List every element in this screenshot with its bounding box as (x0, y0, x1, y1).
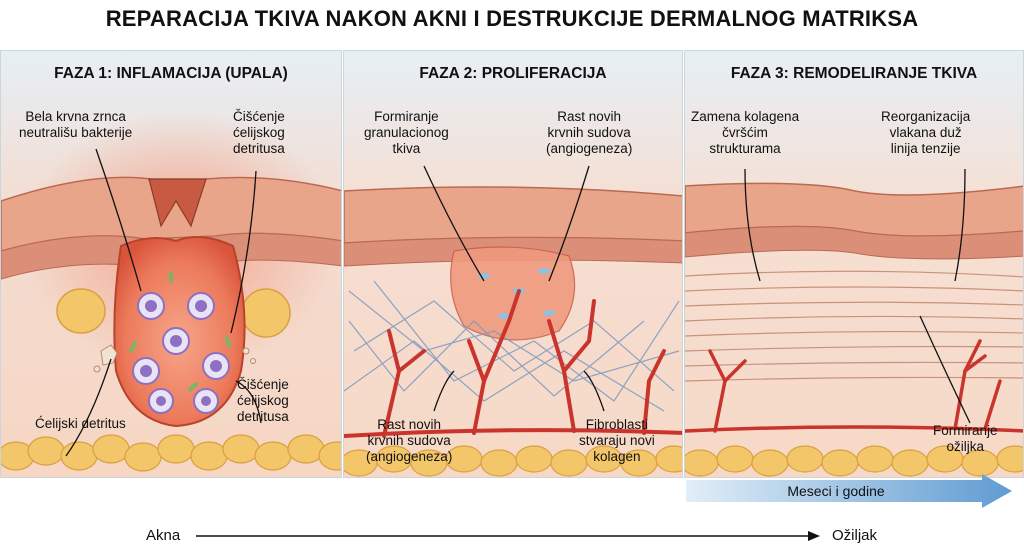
label-fiber-reorg: Reorganizacija vlakana duž linija tenzij… (881, 109, 971, 156)
phase-1-illustration (1, 51, 341, 477)
phase-3-title: FAZA 3: REMODELIRANJE TKIVA (730, 65, 978, 82)
label-fibroblasts: Fibroblasti stvaraju novi kolagen (579, 417, 655, 464)
months-years-arrow: Meseci i godine (686, 474, 1014, 508)
phase-1-panel: FAZA 1: INFLAMACIJA (UPALA) Bela krvna z… (0, 50, 342, 478)
label-vessels-top: Rast novih krvnih sudova (angiogeneza) (546, 109, 633, 156)
white-blood-cells (132, 292, 230, 414)
label-granulation: Formiranje granulacionog tkiva (364, 109, 449, 156)
label-collagen-replace: Zamena kolagena čvršćim strukturama (691, 109, 800, 156)
label-scar: Formiranje ožiljka (933, 423, 998, 454)
timeline-end-label: Ožiljak (832, 527, 878, 544)
phase-2-panel: FAZA 2: PROLIFERACIJA Formiranje granula… (343, 50, 683, 478)
label-cell-debris: Ćelijski detritus (35, 416, 126, 431)
timeline-arrow-icon (196, 531, 820, 541)
phase-2-illustration (344, 51, 682, 477)
label-white-cells: Bela krvna zrnca neutrališu bakterije (19, 109, 133, 140)
phase-2-title: FAZA 2: PROLIFERACIJA (419, 65, 607, 82)
label-debris-clean-bottom: Čišćenje ćelijskog detritusa (237, 377, 289, 424)
phase-1-title: FAZA 1: INFLAMACIJA (UPALA) (54, 65, 288, 82)
new-blood-vessels (344, 289, 682, 438)
label-debris-clean-top: Čišćenje ćelijskog detritusa (233, 109, 285, 156)
months-years-label: Meseci i godine (787, 483, 885, 499)
timeline-start-label: Akna (146, 527, 181, 544)
page-title: REPARACIJA TKIVA NAKON AKNI I DESTRUKCIJ… (105, 6, 919, 31)
label-vessels-bottom: Rast novih krvnih sudova (angiogeneza) (366, 417, 453, 464)
arrow-right-icon (686, 474, 1012, 508)
phase-3-illustration (685, 51, 1023, 477)
phase-3-panel: FAZA 3: REMODELIRANJE TKIVA Zamena kolag… (684, 50, 1024, 478)
